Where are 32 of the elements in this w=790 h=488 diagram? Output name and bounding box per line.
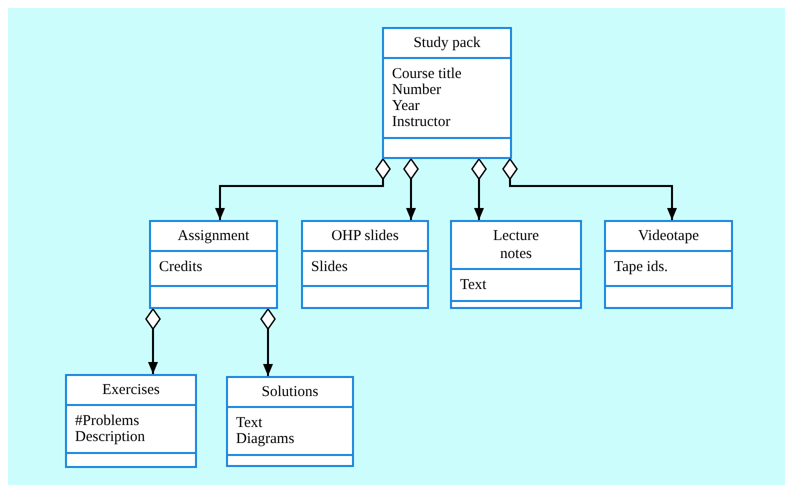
aggregation-arrow [260, 308, 276, 376]
aggregation-arrow [145, 308, 161, 374]
class-box [65, 374, 197, 468]
class-name: Lecture notes [492, 227, 540, 263]
class-box [450, 220, 582, 309]
attribute-text: Instructor [392, 114, 452, 130]
attribute-text: Credits [159, 259, 204, 275]
class-name: Study pack [413, 34, 481, 52]
attribute-text: Text [236, 415, 264, 431]
class-box [301, 220, 429, 309]
aggregation-arrow [403, 158, 419, 220]
class-name: Assignment [178, 227, 250, 245]
aggregation-arrow [471, 158, 487, 220]
attribute-text: Number [392, 82, 442, 98]
class-box [226, 376, 354, 467]
attribute-text: Tape ids. [614, 259, 669, 275]
class-name: Solutions [262, 383, 318, 401]
attribute-text: Course title [392, 66, 463, 82]
class-box [382, 27, 512, 159]
attribute-text: Diagrams [236, 431, 296, 447]
aggregation-arrow [502, 158, 677, 220]
attribute-text: Slides [311, 259, 349, 275]
attribute-text: Text [460, 277, 488, 293]
class-box [604, 220, 733, 309]
aggregation-arrow [215, 158, 391, 220]
class-name: Exercises [102, 381, 160, 399]
attribute-text: Description [75, 429, 146, 445]
class-box [149, 220, 278, 309]
attribute-text: Year [392, 98, 421, 114]
class-name: Videotape [638, 227, 699, 245]
class-name: OHP slides [331, 227, 399, 245]
attribute-text: #Problems [75, 413, 140, 429]
